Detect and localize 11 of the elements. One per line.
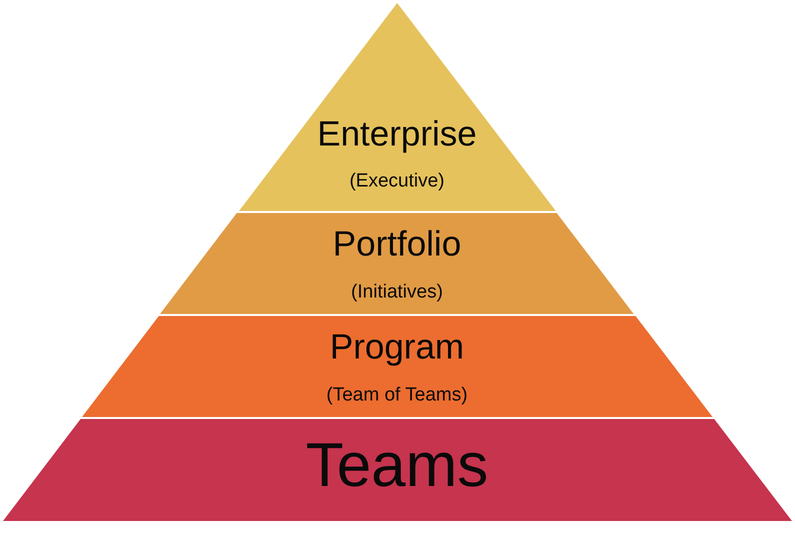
- tier-subtitle: (Team of Teams): [326, 386, 468, 404]
- tier-title: Enterprise: [317, 116, 477, 152]
- tier-subtitle: (Executive): [349, 172, 444, 190]
- tier-subtitle: (Initiatives): [351, 282, 443, 302]
- tier-title: Program: [330, 330, 464, 364]
- tier-title: Portfolio: [332, 226, 462, 262]
- pyramid-tier: [160, 213, 634, 314]
- pyramid-tier: [238, 3, 556, 211]
- tier-title: Teams: [306, 435, 488, 497]
- pyramid-tier: [82, 316, 713, 417]
- pyramid-tier: [3, 419, 792, 521]
